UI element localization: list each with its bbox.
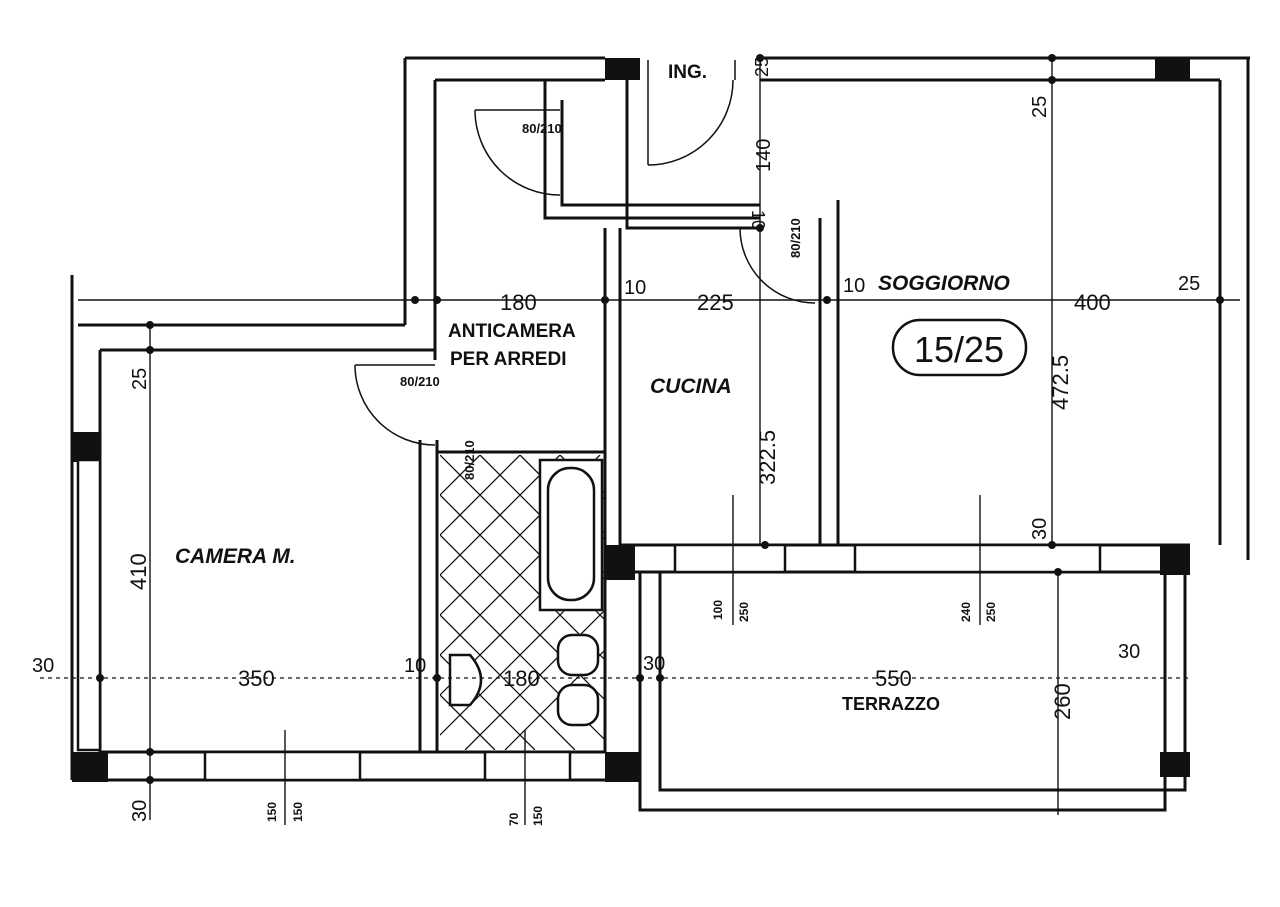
door-label-vestibule: 80/210 <box>522 121 562 136</box>
window-left <box>76 458 102 752</box>
dim-terrace-width: 550 <box>875 666 912 691</box>
dim-wall-10-bath: 10 <box>404 655 426 677</box>
dim-wall-25-right: 25 <box>1178 273 1200 295</box>
dim-entrance-wall: 25 <box>752 57 772 77</box>
dim-kitchen-width: 225 <box>697 290 734 315</box>
dimension-lines <box>40 54 1240 825</box>
window-bedroom <box>203 750 362 782</box>
door-swings <box>354 79 816 446</box>
pillar-top-left <box>605 58 640 80</box>
dim-wall-10-a: 10 <box>624 277 646 299</box>
dim-wall-30-left: 30 <box>32 655 54 677</box>
dim-wall-30-living: 30 <box>1029 518 1051 540</box>
pillar-bath-corner <box>605 752 640 782</box>
door-swing-kitchen <box>739 227 816 304</box>
dim-living-depth: 472.5 <box>1048 355 1073 410</box>
dim-kitchen-depth: 322.5 <box>755 430 780 485</box>
dim-terrace-wall-30-left: 30 <box>643 653 665 675</box>
pillar-bottom-left <box>72 752 108 782</box>
wall-anteroom-kitchen <box>603 228 622 752</box>
window-bath-bottom: 150 <box>531 806 545 826</box>
room-label-entrance: ING. <box>668 62 707 83</box>
wall-right <box>1218 58 1250 560</box>
pillar-terrace-right <box>1160 545 1190 575</box>
wall-vestibule <box>543 80 760 230</box>
plan-code: 15/25 <box>914 329 1004 370</box>
door-label-kitchen: 80/210 <box>788 218 803 258</box>
dim-entrance-depth: 140 <box>753 139 775 172</box>
dim-bath-width: 180 <box>503 666 540 691</box>
pillar-left-mid <box>72 432 100 462</box>
dim-anteroom-width: 180 <box>500 290 537 315</box>
washbasin <box>556 683 600 727</box>
plan-code-badge <box>891 318 1028 377</box>
room-label-anteroom-line2: PER ARREDI <box>450 349 566 370</box>
room-label-anteroom-line1: ANTICAMERA <box>448 321 576 342</box>
dim-bedroom-width: 350 <box>238 666 275 691</box>
wall-bedroom-bath <box>418 440 439 752</box>
dim-wall-25-top: 25 <box>1029 96 1051 118</box>
window-living <box>853 543 1102 574</box>
dim-wall-30-bottom: 30 <box>129 800 151 822</box>
dim-terrace-wall-30-right: 30 <box>1118 641 1140 663</box>
door-label-bath: 80/210 <box>462 440 477 480</box>
dim-bedroom-wall-25: 25 <box>129 368 151 390</box>
room-label-living: SOGGIORNO <box>878 272 1010 295</box>
window-kitchen-bottom: 250 <box>737 602 751 622</box>
pillar-top-right <box>1155 58 1190 80</box>
bath-tiles <box>440 455 605 750</box>
pillars <box>72 58 1190 782</box>
wall-anteroom-left <box>403 58 437 360</box>
pillar-kitchen-corner <box>605 545 635 580</box>
bidet <box>556 633 600 677</box>
room-label-terrace: TERRAZZO <box>842 694 940 714</box>
window-bath-top: 70 <box>507 812 521 826</box>
dim-kitchen-wall-10: 10 <box>748 210 768 230</box>
window-living-top: 240 <box>959 602 973 622</box>
dim-living-width: 400 <box>1074 290 1111 315</box>
door-swing-entrance <box>647 79 734 166</box>
bathtub-inner <box>546 466 596 602</box>
pillar-terrace-bottom-right <box>1160 752 1190 777</box>
toilet <box>448 653 483 707</box>
dim-wall-10-b: 10 <box>843 275 865 297</box>
entrance-jambs <box>647 60 736 165</box>
window-bath <box>483 750 572 782</box>
door-swing-bedroom <box>354 364 436 446</box>
window-bedroom-bottom: 150 <box>291 802 305 822</box>
room-label-bedroom: CAMERA M. <box>175 545 296 568</box>
wall-bedroom-top <box>78 323 435 352</box>
dim-bedroom-depth: 410 <box>126 553 151 590</box>
wall-kitchen-living <box>818 200 840 545</box>
window-living-bottom: 250 <box>984 602 998 622</box>
door-swing-vestibule <box>474 109 561 196</box>
dim-terrace-depth: 260 <box>1050 683 1075 720</box>
window-kitchen-top: 100 <box>711 600 725 620</box>
room-label-kitchen: CUCINA <box>650 375 732 398</box>
window-kitchen <box>673 543 787 574</box>
window-bedroom-top: 150 <box>265 802 279 822</box>
door-label-bedroom: 80/210 <box>400 374 440 389</box>
